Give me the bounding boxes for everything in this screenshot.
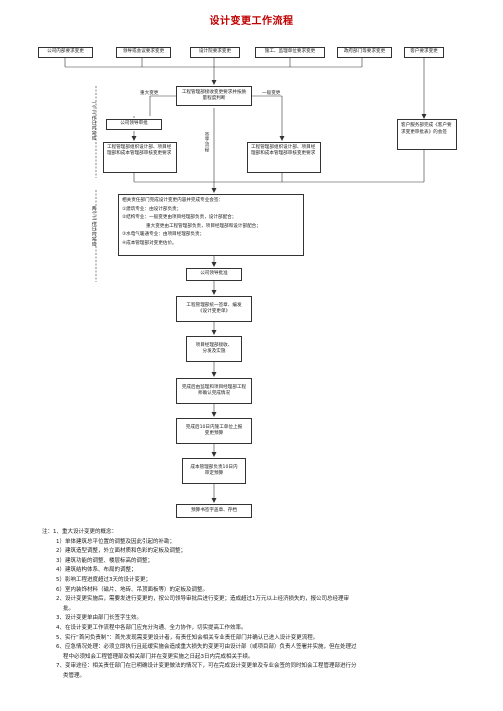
note-line: 注：1、重大设计变更的概念： xyxy=(42,529,118,535)
note-line: 7、变审途径：相关责任部门在已明确设计变更做法的情况下，可在完成设计变更单及专业… xyxy=(56,663,357,670)
customer-service-box: 客户服务部完成《客户要求变更审批表》的会签 xyxy=(397,119,457,150)
company-approval-box-1: 公司领导审批 xyxy=(106,119,162,130)
project-receive-box: 项目经理部接收、分发及实施 xyxy=(186,336,242,362)
general-change-label: 一般变更 xyxy=(262,91,281,96)
engineering-receive-box: 工程管理部接收变更要求并按质量程度判断 xyxy=(176,86,252,106)
issue-change-order-box: 工程管理部统一签章、编发《设计变更单》 xyxy=(176,296,252,322)
note-line: 3）建筑功能的调整、楼层标高的调整； xyxy=(56,557,154,564)
note-line: 6、应急情况处理：必须立即执行且延缓实施会造成重大损失的变更可由设计部（或项目部… xyxy=(56,644,357,651)
relevant-line-4: 重大变更由工程管理部负责，项目经理部和设计部配合； xyxy=(146,223,261,229)
source-design-institute-box: 设计院要求变更 xyxy=(190,47,240,58)
note-line: 程中必须知会工程管理部及相关部门并在变更实施之日起3日内完成相关手续。 xyxy=(63,653,254,660)
relevant-line-6: ④成本管理部对变更估价。 xyxy=(122,240,177,246)
left-org-review-box: 工程管理部组织设计部、项目经理部和成本管理部审核变更要求 xyxy=(103,142,177,173)
right-org-review-box: 工程管理部组织设计部、项目经理部和成本管理部审核变更要求 xyxy=(247,142,321,173)
note-line: 批。 xyxy=(63,605,75,612)
note-line: 3、设计变更单由部门长签字生效。 xyxy=(56,615,143,622)
page-title: 设计变更工作流程 xyxy=(209,16,294,27)
note-line: 类管理。 xyxy=(63,672,86,679)
notes-section: 注：1、重大设计变更的概念： 1）单体建筑总平位置的调整及因此引起的补勘； 2）… xyxy=(42,528,472,682)
relevant-line-1: 相关责任部门完成设计变更内容并完成专业会签： xyxy=(122,198,224,203)
confirm-completion-box: 完成后由监理和项目经理部工程师确认完成情况 xyxy=(176,378,252,404)
relevant-line-5: ③水电气暖通专业：由项目经理部负责； xyxy=(122,232,205,238)
one-day-label: 一个工作日内完成 xyxy=(91,100,96,141)
major-change-label: 重大变更 xyxy=(140,91,159,96)
relevant-line-3: ②结构专业：一般变更由项目经理部负责，设计部配合； xyxy=(122,215,237,221)
note-line: 4）建筑结构体系、布局的调整； xyxy=(56,567,137,574)
note-line: 5、实行“首问负责制”：首先发现需变更设计者，有责任知会相关专业责任部门并确认已… xyxy=(56,634,319,641)
note-line: 5）影响工程进度超过3天的设计变更； xyxy=(56,576,151,583)
archive-box: 预算书签字盖章、存档 xyxy=(176,504,252,518)
source-internal-box: 公司内部要求变更 xyxy=(38,47,93,58)
note-line: 1）单体建筑总平位置的调整及因此引起的补勘； xyxy=(56,538,176,545)
budget-report-box: 完成后10日内施工单位上报变更预算 xyxy=(176,418,252,444)
source-government-box: 政府部门等要求变更 xyxy=(337,47,392,58)
note-line: 2）建筑造型调整，外立面材质和色彩的定板及调整； xyxy=(56,548,187,555)
cost-review-box: 成本管理部负责10日内审定预算 xyxy=(182,458,246,484)
relevant-departments-box: 相关责任部门完成设计变更内容并完成专业会签： ①建筑专业：由设计部负责； ②结构… xyxy=(118,194,304,256)
source-customer-box: 客户要求变更 xyxy=(404,47,444,58)
company-approval-box-2: 公司领导批准 xyxy=(186,268,242,281)
source-leadership-box: 领导或会议要求变更 xyxy=(116,47,171,58)
sign-process-label: 签字流程 xyxy=(204,132,209,153)
relevant-line-2: ①建筑专业：由设计部负责； xyxy=(122,206,182,212)
two-day-label: 两个工作日内完成 xyxy=(91,206,96,247)
note-line: 4、在设计变更工作流程中各部门应充分沟通、全力协作，切实提高工作效率。 xyxy=(56,624,247,631)
source-construction-box: 施工、监理单位要求变更 xyxy=(255,47,325,58)
note-line: 2、设计变更实施后，需要发进行变更的，按公司领导审批后进行变更；造成超过1万元以… xyxy=(56,596,350,603)
note-line: 6）室内装饰材料（磁片、地砖、吊顶面板等）的定板及调整。 xyxy=(56,586,209,593)
